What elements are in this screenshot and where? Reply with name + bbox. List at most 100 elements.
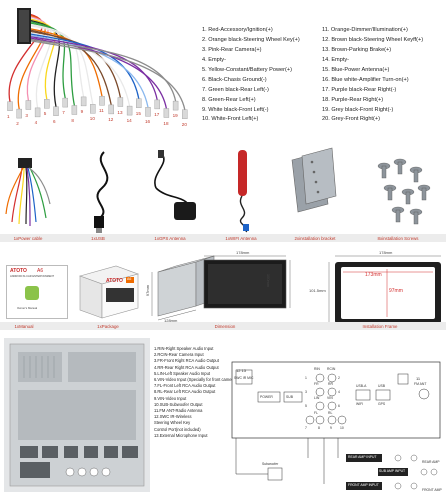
harness-terminal <box>154 99 160 110</box>
frame-inner-width: 173mm <box>365 272 382 278</box>
panel-pin10: 10 <box>340 426 344 430</box>
accessory-caption-bar <box>0 234 446 242</box>
panel-num-11: 11 <box>416 376 421 381</box>
caption-power-cable: 1xPower cable <box>13 236 43 241</box>
legend-item: Steering Wheel Key <box>154 420 191 426</box>
pin-label: 9. White black-Front Left(-) <box>202 106 269 113</box>
pin-label: 11. Orange-Dimmer/Illumination(+) <box>322 27 408 33</box>
harness-pin-number: 2 <box>16 121 19 127</box>
harness-pin-number: 12 <box>108 116 114 122</box>
harness-terminal <box>44 99 50 109</box>
pin-label: 6. Black-Chasis Ground(-) <box>202 76 267 83</box>
pin-label: 18. Purple-Rear Right(+) <box>322 96 384 103</box>
harness-wire <box>23 17 56 100</box>
power-cable-image <box>5 158 51 227</box>
harness-terminal <box>172 100 179 111</box>
panel-fr: FR <box>314 382 319 386</box>
harness-terminal <box>182 109 188 119</box>
harness-terminal <box>163 108 170 118</box>
legend-item: 3.FR-Front Right RCA Audio Output <box>154 358 219 364</box>
pin-label: 14. Empty- <box>322 56 350 63</box>
pin-label: 8. Green-Rear Left(+) <box>202 96 256 103</box>
harness-terminal <box>90 104 96 114</box>
package-image: ATOTO A6 <box>76 262 142 320</box>
manual-subtitle: Owner's Manual <box>17 306 38 310</box>
harness-pin-number: 4 <box>34 119 38 125</box>
harness-terminal <box>34 107 41 118</box>
legend-item: Control Port(not included) <box>154 426 201 432</box>
harness-wire <box>27 38 177 102</box>
pin-label: 5. Yellow-Constant/Battery Power(+) <box>202 66 293 73</box>
panel-pin1: 1 <box>305 376 307 380</box>
harness-terminal <box>80 96 87 107</box>
panel-pin8: 8 <box>318 426 320 430</box>
bracket-image <box>291 147 337 213</box>
harness-pin-number: 11 <box>99 108 104 114</box>
harness-pin-number: 18 <box>163 120 169 126</box>
package-model: A6 <box>127 277 132 281</box>
harness-wire <box>28 39 186 110</box>
accessories-illustrations <box>5 147 431 233</box>
rear-panel-photo <box>4 338 150 492</box>
panel-power: POWER <box>260 395 273 399</box>
panel-subwoofer: Subwoofer <box>262 462 279 466</box>
panel-rin: RIN <box>314 367 320 371</box>
pin-label: 19. Grey black-Front Right(-) <box>322 106 394 113</box>
pin-label: 17. Purple black-Rear Right(-) <box>322 86 397 93</box>
harness-pin-number: 3 <box>25 112 28 118</box>
harness-pin-number: 6 <box>53 118 56 124</box>
harness-wire <box>28 24 94 105</box>
caption-gps-antenna: 1xGPS Antenna <box>154 236 186 241</box>
pin-label: 10. White-Front Left(+) <box>202 116 259 123</box>
wiring-harness-illustration <box>7 8 188 119</box>
legend-item: 6.VIN-Video Input (Specially for front c… <box>154 377 237 383</box>
panel-sub-amp-input: SUB AMP INPUT <box>379 469 406 473</box>
pin-label: 4. Empty- <box>202 56 226 63</box>
pin-label: 7. Green black-Rear Left(-) <box>202 86 269 93</box>
legend-item: 4.RR-Rear Right RCA Audio Output <box>154 364 219 370</box>
pin-label: 12. Brown black-Steering Wheel Keyff(+) <box>322 36 424 43</box>
frame-inner-height: 97mm <box>389 288 403 294</box>
gps-antenna-image <box>154 150 196 220</box>
harness-pin-number: 19 <box>172 113 178 119</box>
panel-vin: VIN <box>327 396 333 400</box>
connection-diagram: 12 13 SWC IR MIC POWER SUB RIN RCIN 1 2 … <box>228 334 444 498</box>
harness-wire <box>23 32 140 99</box>
harness-terminal <box>53 106 59 116</box>
legend-item: 8.RL-Rear Left RCA Audio Output <box>154 389 216 395</box>
caption-wifi-antenna: 1xWIFI Antenna <box>225 236 257 241</box>
panel-pin4: 4 <box>338 390 340 394</box>
manual-brand: ATOTO <box>10 268 27 274</box>
caption-dimension: Dimension <box>214 324 236 329</box>
panel-usb-b: USB <box>378 384 385 388</box>
panel-rr: RR <box>328 382 333 386</box>
harness-pin-number: 9 <box>80 108 84 114</box>
panel-swc-ir: 12 13 <box>236 368 247 373</box>
panel-pin5: 5 <box>305 404 307 408</box>
screws-image <box>377 158 431 225</box>
harness-wire <box>24 33 149 108</box>
panel-pin3: 3 <box>305 390 307 394</box>
panel-fl: FL <box>314 411 318 415</box>
legend-item: 10.SUB-Subwoofer Output <box>154 401 203 407</box>
manual-model: A6 <box>37 268 44 274</box>
caption-installation-bracket: 2xinstallation bracket <box>294 236 336 241</box>
harness-pin-number: 16 <box>145 119 151 125</box>
harness-pin-number: 15 <box>135 110 141 116</box>
manual-image: ATOTO A6 ANDROID IN-CAR ENTERTAINMENT Ow… <box>6 265 68 319</box>
pin-list-right: 11. Orange-Dimmer/Illumination(+) 12. Br… <box>322 26 423 125</box>
harness-pin-number: 20 <box>181 121 187 127</box>
panel-pin7: 7 <box>305 426 307 430</box>
harness-pin-number: 13 <box>117 109 123 115</box>
panel-fm-ant: FM ANT <box>414 382 427 386</box>
harness-pin-number: 7 <box>62 110 65 116</box>
panel-sub: SUB <box>286 395 293 399</box>
legend-item: 7.FL-Front Left RCA Audio Output <box>154 383 216 389</box>
panel-pin2: 2 <box>338 376 340 380</box>
harness-pin-number: 14 <box>126 118 132 124</box>
caption-installation-screws: 8xinstallation Screws <box>377 236 419 241</box>
manual-title: ANDROID IN-CAR ENTERTAINMENT <box>10 275 55 278</box>
harness-wire <box>26 21 76 106</box>
panel-rear-amp: REAR AMP <box>422 460 440 464</box>
panel-usb-a: USB-A <box>356 384 367 388</box>
